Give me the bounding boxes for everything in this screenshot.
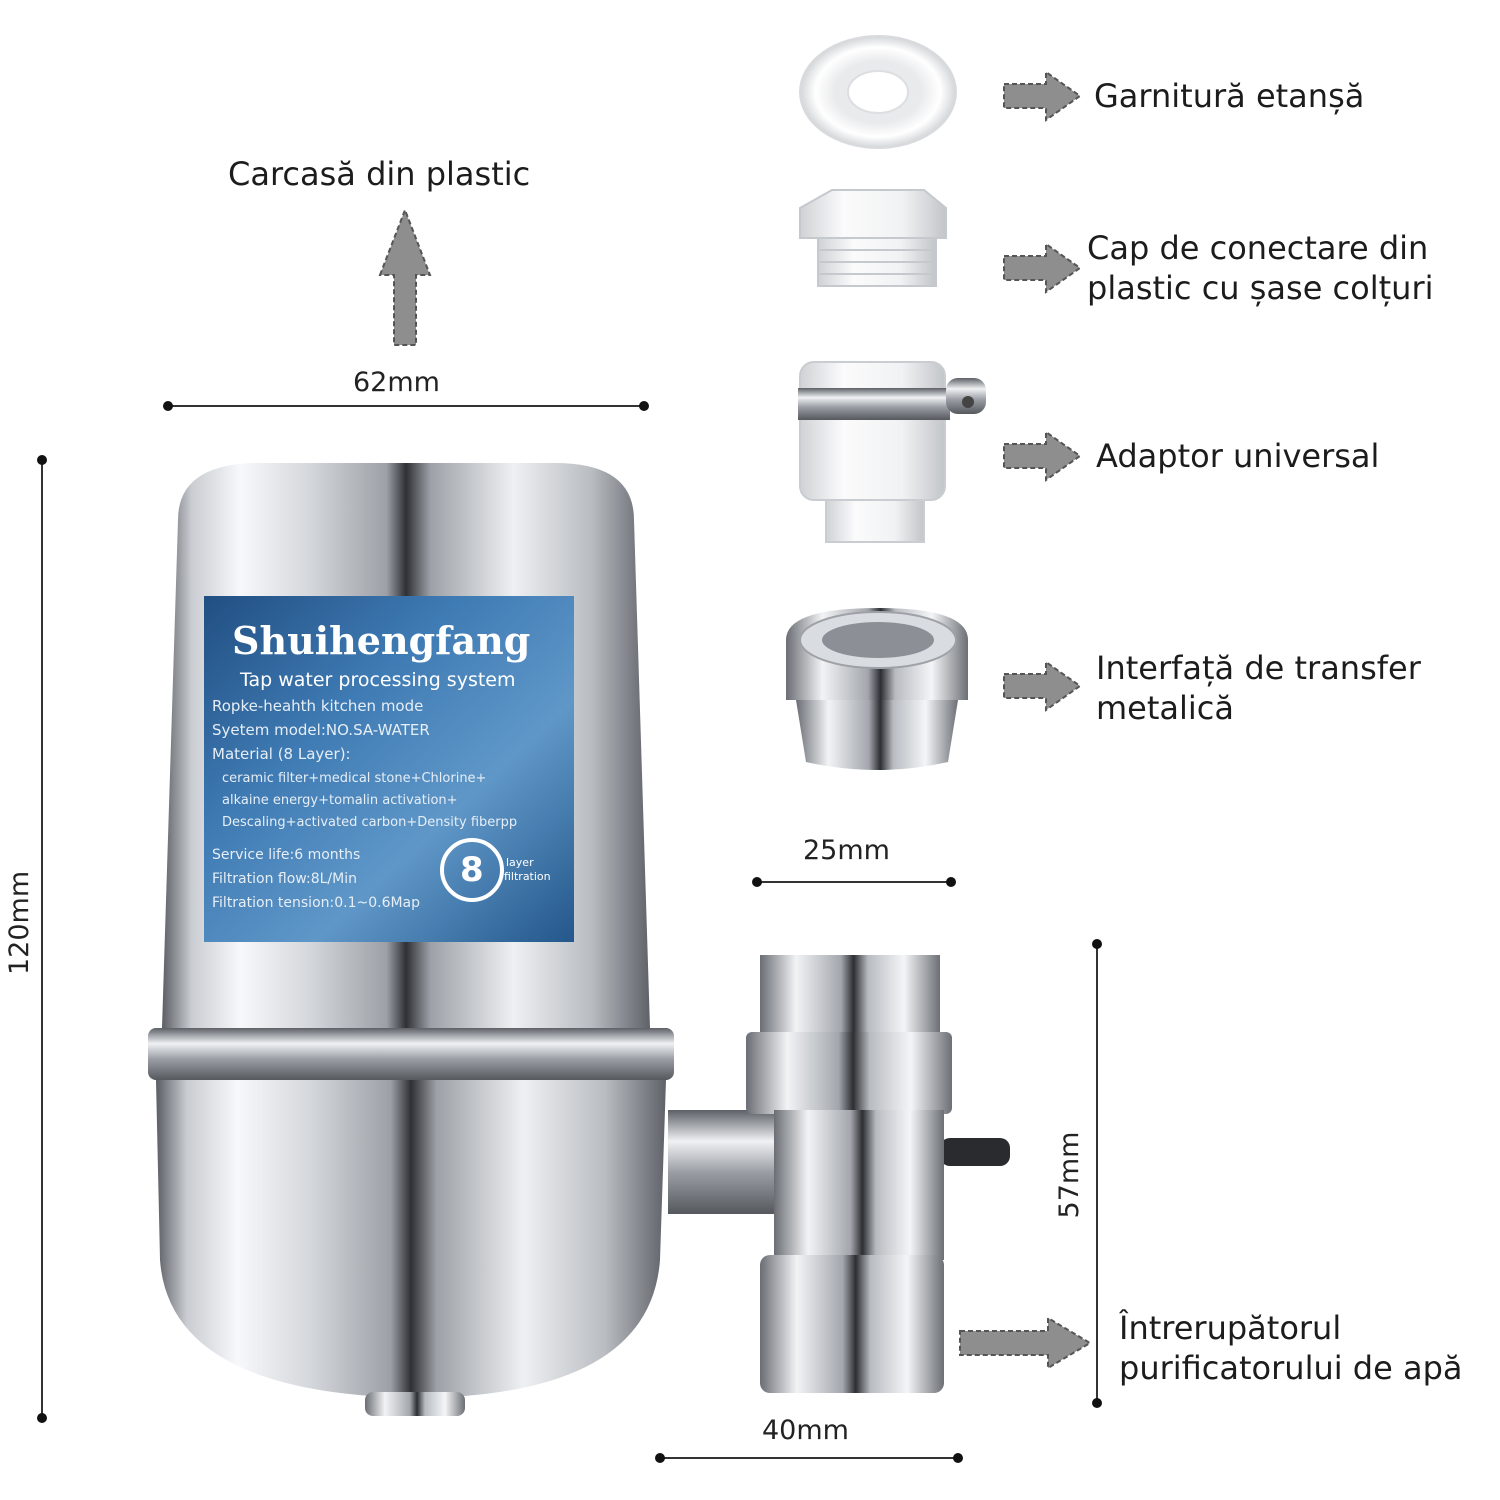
dim-line-25mm bbox=[752, 877, 956, 887]
label-hex-cap-line2: plastic cu șase colțuri bbox=[1087, 269, 1434, 307]
label-housing: Carcasă din plastic bbox=[228, 155, 531, 193]
sticker-line2: Syetem model:NO.SA-WATER bbox=[212, 721, 430, 739]
dim-label-40mm: 40mm bbox=[762, 1415, 849, 1446]
dim-line-57mm bbox=[1092, 939, 1102, 1408]
dim-line-120mm bbox=[37, 455, 47, 1423]
dim-label-120mm: 120mm bbox=[4, 870, 35, 975]
label-switch-line1: Întrerupătorul bbox=[1119, 1309, 1342, 1347]
dim-label-57mm: 57mm bbox=[1054, 1131, 1085, 1219]
arrow-adapter bbox=[1003, 430, 1082, 482]
sticker-line4: ceramic filter+medical stone+Chlorine+ bbox=[222, 771, 487, 786]
universal-adapter-part bbox=[798, 361, 986, 543]
sticker-line8: Filtration flow:8L/Min bbox=[212, 871, 357, 887]
metal-interface-part bbox=[786, 608, 968, 770]
label-gasket: Garnitură etanșă bbox=[1094, 77, 1365, 115]
sticker-badge-line1: layer bbox=[506, 856, 534, 869]
arrow-metal-interface bbox=[1003, 660, 1082, 712]
dim-line-40mm bbox=[655, 1453, 963, 1463]
arrow-hex-cap bbox=[1003, 242, 1082, 294]
sticker-brand: Shuihengfang bbox=[232, 618, 531, 663]
arrow-switch bbox=[959, 1316, 1092, 1370]
arrow-gasket bbox=[1003, 70, 1082, 122]
filter-sticker bbox=[204, 596, 574, 942]
label-metal-interface-line1: Interfață de transfer bbox=[1096, 649, 1421, 687]
dim-label-25mm: 25mm bbox=[803, 835, 890, 866]
label-hex-cap-line1: Cap de conectare din bbox=[1087, 229, 1429, 267]
label-adapter: Adaptor universal bbox=[1096, 437, 1380, 475]
gasket-part bbox=[799, 35, 957, 149]
sticker-line6: Descaling+activated carbon+Density fiber… bbox=[222, 815, 518, 830]
sticker-line5: alkaine energy+tomalin activation+ bbox=[222, 793, 458, 808]
dim-label-62mm: 62mm bbox=[353, 367, 440, 398]
hex-cap-part bbox=[799, 189, 947, 287]
sticker-badge-line2: filtration bbox=[504, 870, 551, 883]
housing-arrow bbox=[378, 207, 432, 346]
label-switch-line2: purificatorului de apă bbox=[1119, 1349, 1463, 1387]
diverter-valve bbox=[668, 955, 1010, 1393]
sticker-line7: Service life:6 months bbox=[212, 847, 361, 863]
sticker-line3: Material (8 Layer): bbox=[212, 745, 351, 763]
sticker-title: Tap water processing system bbox=[240, 669, 516, 691]
dim-line-62mm bbox=[163, 401, 649, 411]
sticker-line9: Filtration tension:0.1~0.6Map bbox=[212, 895, 421, 911]
sticker-badge-number: 8 bbox=[460, 850, 484, 890]
sticker-line1: Ropke-heahth kitchen mode bbox=[212, 697, 424, 715]
label-metal-interface-line2: metalică bbox=[1096, 689, 1234, 727]
